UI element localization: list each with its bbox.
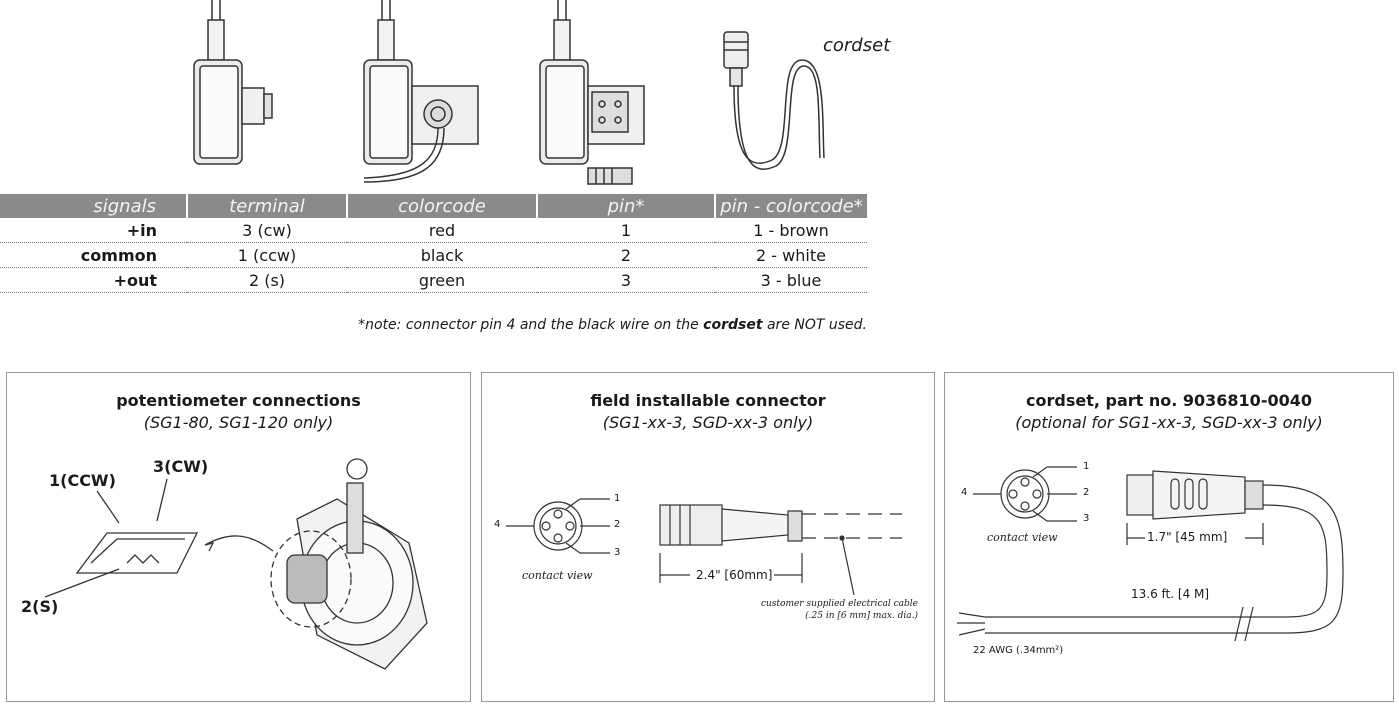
cell-signal: +in [0,218,187,243]
table-row: common 1 (ccw) black 2 2 - white [0,242,867,268]
pin-label-3: 3 [614,547,621,558]
sensor-variant-2-drawing [363,0,479,183]
pin-label-3: 3 [1083,513,1090,524]
cordset-panel: cordset, part no. 9036810-0040 (optional… [944,372,1394,702]
cell-pin-colorcode: 3 - blue [715,267,867,293]
contact-view-label: contact view [987,531,1058,544]
cordset-detail-drawing [957,466,1344,642]
cell-terminal: 2 (s) [187,267,347,293]
panel-title: cordset, part no. 9036810-0040 [1026,391,1312,410]
header-colorcode: colorcode [346,194,537,218]
note-bold: cordset [703,317,763,333]
table-footnote: *note: connector pin 4 and the black wir… [330,317,867,333]
panel-title: field installable connector [590,391,826,410]
potentiometer-panel: potentiometer connections (SG1-80, SG1-1… [6,372,471,702]
cell-signal: common [0,242,187,268]
header-terminal: terminal [186,194,347,218]
label-ccw: 1(CCW) [49,471,116,490]
table-row: +out 2 (s) green 3 3 - blue [0,267,867,293]
cell-pin-colorcode: 2 - white [715,242,867,268]
sensor-variant-1-drawing [193,0,273,165]
pin-label-1: 1 [1083,461,1090,472]
pin-label-4: 4 [494,519,501,530]
note-suffix: are NOT used. [762,317,867,333]
cell-pin: 2 [537,242,715,268]
cable-note-2: (.25 in [6 mm] max. dia.) [805,611,918,621]
cell-signal: +out [0,267,187,293]
cell-pin-colorcode: 1 - brown [715,218,867,243]
header-signals: signals [0,194,187,218]
pin-label-2: 2 [1083,487,1090,498]
pin-label-2: 2 [614,519,621,530]
signal-table: signals terminal colorcode pin* pin - co… [0,194,867,293]
note-prefix: *note: connector pin 4 and the black wir… [358,317,704,333]
label-s: 2(S) [21,597,59,616]
cell-colorcode: black [347,242,537,268]
field-connector-panel: field installable connector (SG1-xx-3, S… [481,372,935,702]
panel-title: potentiometer connections [116,391,361,410]
contact-view-label: contact view [522,569,593,582]
field-connector-drawing [506,498,902,596]
cable-note-1: customer supplied electrical cable [760,599,918,609]
length-label: 13.6 ft. [4 M] [1131,587,1210,601]
panel-subtitle: (optional for SG1-xx-3, SGD-xx-3 only) [1015,413,1323,432]
cell-colorcode: green [347,267,537,293]
table-header-row: signals terminal colorcode pin* pin - co… [0,194,867,218]
cordset-label: cordset [823,35,891,56]
panel-subtitle: (SG1-xx-3, SGD-xx-3 only) [602,413,814,432]
pin-label-1: 1 [614,493,621,504]
header-pin-colorcode: pin - colorcode* [714,194,867,218]
cell-colorcode: red [347,218,537,243]
cell-pin: 1 [537,218,715,243]
potentiometer-drawing [44,458,428,670]
header-pin: pin* [536,194,715,218]
label-cw: 3(CW) [153,457,209,476]
cell-pin: 3 [537,267,715,293]
awg-label: 22 AWG (.34mm²) [973,645,1064,656]
dimension-label: 2.4" [60mm] [696,568,773,582]
cell-terminal: 3 (cw) [187,218,347,243]
cordset-drawing [723,31,825,170]
sensor-variant-3-drawing [539,0,645,185]
panel-subtitle: (SG1-80, SG1-120 only) [143,413,334,432]
table-row: +in 3 (cw) red 1 1 - brown [0,218,867,243]
dimension-label: 1.7" [45 mm] [1147,530,1228,544]
pin-label-4: 4 [961,487,968,498]
cell-terminal: 1 (ccw) [187,242,347,268]
